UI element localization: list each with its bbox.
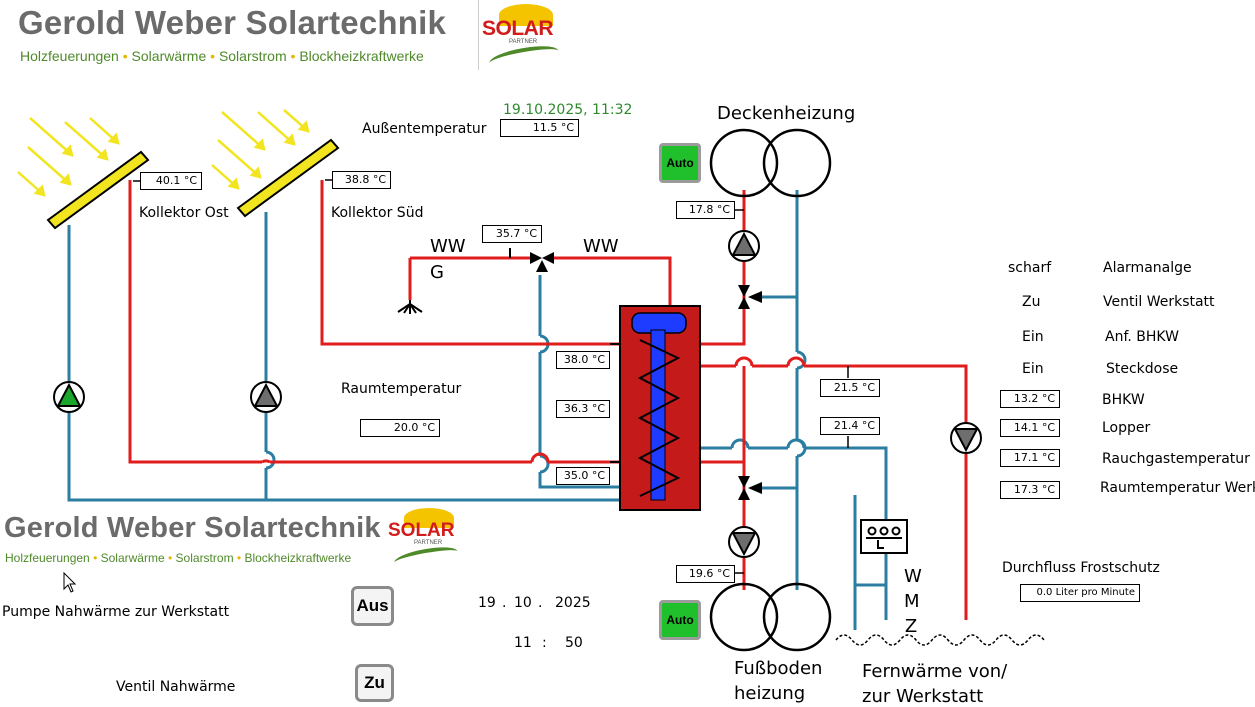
tank-temp-top: 38.0 °C: [556, 351, 610, 369]
sensor-workshop-label-clip: Raumtemperatur Werkstatt: [1100, 479, 1255, 499]
tagline-item: Solarstrom: [218, 48, 287, 64]
sensor-workshop-label: Raumtemperatur Werkstatt: [1100, 480, 1255, 496]
ceiling-heating-loops: [709, 128, 832, 198]
floor-heating-label-1: Fußboden: [734, 658, 823, 679]
sensor-fluegas-label: Rauchgastemperatur: [1102, 451, 1250, 467]
status-valve-value: Zu: [1022, 294, 1041, 310]
shower-icon: [397, 300, 423, 314]
pump-icon-ceiling: [728, 230, 760, 262]
panel-date-sep1: .: [502, 595, 507, 611]
sun-rays-south: [211, 109, 310, 190]
mouse-cursor-icon: [63, 572, 77, 593]
pump-icon-floor: [728, 526, 760, 558]
datetime-display: 19.10.2025, 11:32: [503, 102, 633, 118]
mixing-valve-icon: [530, 252, 554, 272]
header-brand: Gerold Weber Solartechnik: [18, 4, 447, 41]
collector-south: [236, 138, 340, 218]
valve-nahwaerme-toggle-button[interactable]: Zu: [355, 664, 394, 702]
panel-date-sep2: .: [538, 595, 543, 611]
sensor-bhkw-value: 13.2 °C: [1000, 390, 1060, 408]
panel-date-month: 10: [514, 595, 532, 611]
panel-time-min: 50: [565, 635, 583, 651]
line-temp-upper: 21.5 °C: [820, 379, 880, 397]
tagline-item: Blockheizkraftwerke: [299, 48, 424, 64]
panel-tagline: Holzfeuerungen • Solarwärme • Solarstrom…: [5, 551, 352, 565]
ww-label-left-g: G: [430, 262, 444, 283]
ww-label-right: WW: [583, 236, 619, 257]
sensor-lopper-label: Lopper: [1102, 420, 1151, 436]
room-temp-label: Raumtemperatur: [341, 381, 462, 397]
ww-mix-temp: 35.7 °C: [482, 225, 542, 243]
panel-time-hour: 11: [514, 635, 532, 651]
flow-value: 0.0 Liter pro Minute: [1020, 584, 1140, 602]
tagline-item: Solarwärme: [100, 551, 165, 565]
wmz-letter: Z: [904, 616, 918, 637]
pump-icon-district: [950, 422, 982, 454]
tank-temp-mid: 36.3 °C: [556, 400, 610, 418]
sensor-bhkw-label: BHKW: [1102, 392, 1145, 408]
status-bhkw-label: Anf. BHKW: [1105, 329, 1179, 345]
logo-text: SOLAR: [388, 520, 455, 541]
floor-temp: 19.6 °C: [676, 565, 735, 583]
status-bhkw-value: Ein: [1022, 329, 1044, 345]
panel-date-year: 2025: [555, 595, 591, 611]
tagline-item: Blockheizkraftwerke: [244, 551, 352, 565]
tagline-item: Solarwärme: [131, 48, 207, 64]
logo-subtext: PARTNER: [414, 540, 443, 546]
status-socket-label: Steckdose: [1106, 361, 1179, 377]
storage-tank: [619, 305, 701, 511]
sun-rays-east: [17, 117, 120, 197]
logo-text: SOLAR: [482, 17, 554, 40]
tank-temp-bottom: 35.0 °C: [556, 467, 610, 485]
floor-heating-label-2: heizung: [734, 683, 806, 704]
floor-heating-loops: [709, 582, 832, 652]
collector-south-temp: 38.8 °C: [332, 171, 391, 189]
panel-brand: Gerold Weber Solartechnik: [4, 512, 381, 544]
status-alarm-label: Alarmanalge: [1103, 260, 1192, 276]
status-valve-label: Ventil Werkstatt: [1103, 294, 1215, 310]
tagline-item: Holzfeuerungen: [20, 48, 119, 64]
status-alarm-value: scharf: [1008, 260, 1052, 276]
collector-east: [46, 150, 150, 230]
panel-date-day: 19: [478, 595, 496, 611]
room-temp-value: 20.0 °C: [360, 419, 440, 437]
outdoor-temp-value: 11.5 °C: [500, 119, 579, 137]
district-label-2: zur Werkstatt: [862, 686, 984, 707]
status-socket-value: Ein: [1022, 361, 1044, 377]
pump-nahwaerme-toggle-button[interactable]: Aus: [351, 586, 394, 626]
tagline-item: Holzfeuerungen: [5, 551, 90, 565]
collector-south-label: Kollektor Süd: [331, 205, 424, 221]
header-tagline: Holzfeuerungen • Solarwärme • Solarstrom…: [20, 48, 424, 64]
tagline-item: Solarstrom: [175, 551, 234, 565]
wmz-letter: W: [904, 566, 922, 587]
valve-nahwaerme-label: Ventil Nahwärme: [116, 679, 236, 695]
ceiling-auto-button[interactable]: Auto: [659, 143, 701, 183]
wmz-letter: M: [904, 591, 920, 612]
floor-auto-button[interactable]: Auto: [659, 600, 701, 640]
logo-subtext: PARTNER: [509, 39, 538, 45]
line-temp-lower: 21.4 °C: [820, 417, 880, 435]
pump-nahwaerme-label: Pumpe Nahwärme zur Werkstatt: [2, 604, 230, 620]
solar-partner-logo: SOLAR PARTNER: [386, 505, 470, 571]
panel-time-sep: :: [542, 635, 547, 651]
ceiling-heating-label: Deckenheizung: [717, 103, 856, 124]
valve-icon-ceiling: [738, 285, 762, 309]
pump-icon-south: [250, 381, 282, 413]
solar-partner-logo: SOLAR PARTNER: [478, 0, 571, 72]
collector-east-label: Kollektor Ost: [139, 205, 229, 221]
outdoor-temp-label: Außentemperatur: [362, 121, 487, 137]
district-label-1: Fernwärme von/: [862, 661, 1008, 682]
ww-label-left: WW: [430, 236, 466, 257]
sensor-lopper-value: 14.1 °C: [1000, 419, 1060, 437]
sensor-fluegas-value: 17.1 °C: [1000, 449, 1060, 467]
valve-icon-floor: [738, 476, 762, 500]
pump-icon-east: [53, 381, 85, 413]
district-heating-ground-line: [835, 634, 1045, 646]
flow-label: Durchfluss Frostschutz: [1002, 560, 1160, 576]
sensor-workshop-value: 17.3 °C: [1000, 481, 1060, 499]
collector-east-temp: 40.1 °C: [140, 172, 202, 190]
ceiling-temp: 17.8 °C: [676, 201, 735, 219]
heat-meter-icon: [860, 519, 908, 554]
